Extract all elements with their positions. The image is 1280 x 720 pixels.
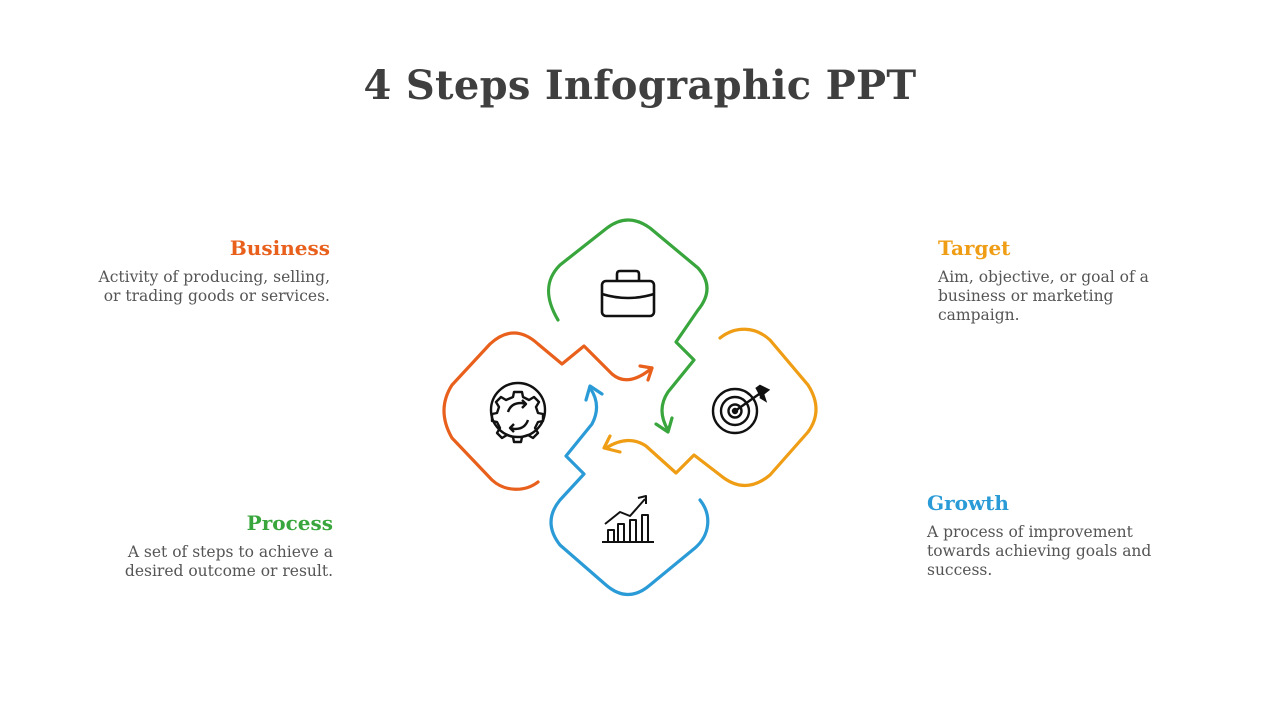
step-target-heading: Target [938, 236, 1011, 260]
step-business-text: Activity of producing, selling, or tradi… [98, 268, 330, 305]
step-process-heading: Process [246, 511, 333, 535]
step-growth-heading: Growth [927, 491, 1009, 515]
growth-chart-icon [602, 495, 654, 543]
step-target-text: Aim, objective, or goal of a business or… [938, 268, 1149, 324]
step-target: Target Aim, objective, or goal of a busi… [938, 236, 1168, 325]
step-growth-text: A process of improvement towards achievi… [927, 523, 1152, 579]
briefcase-icon [600, 269, 656, 318]
blue-arrowhead [584, 384, 604, 402]
step-process-text: A set of steps to achieve a desired outc… [124, 543, 333, 580]
step-business: Business Activity of producing, selling,… [90, 236, 330, 306]
gear-icon [489, 381, 547, 444]
amber-loop-path [604, 327, 818, 488]
step-process: Process A set of steps to achieve a desi… [93, 511, 333, 581]
green-arrowhead [654, 416, 674, 434]
amber-arrowhead [602, 434, 622, 454]
green-loop-path [546, 218, 709, 432]
step-business-heading: Business [229, 236, 330, 260]
step-growth: Growth A process of improvement towards … [927, 491, 1167, 580]
blue-loop-path [549, 386, 710, 597]
target-icon [711, 384, 771, 435]
orange-arrowhead [638, 364, 654, 382]
page-title: 4 Steps Infographic PPT [363, 62, 917, 109]
orange-loop-path [442, 331, 654, 491]
